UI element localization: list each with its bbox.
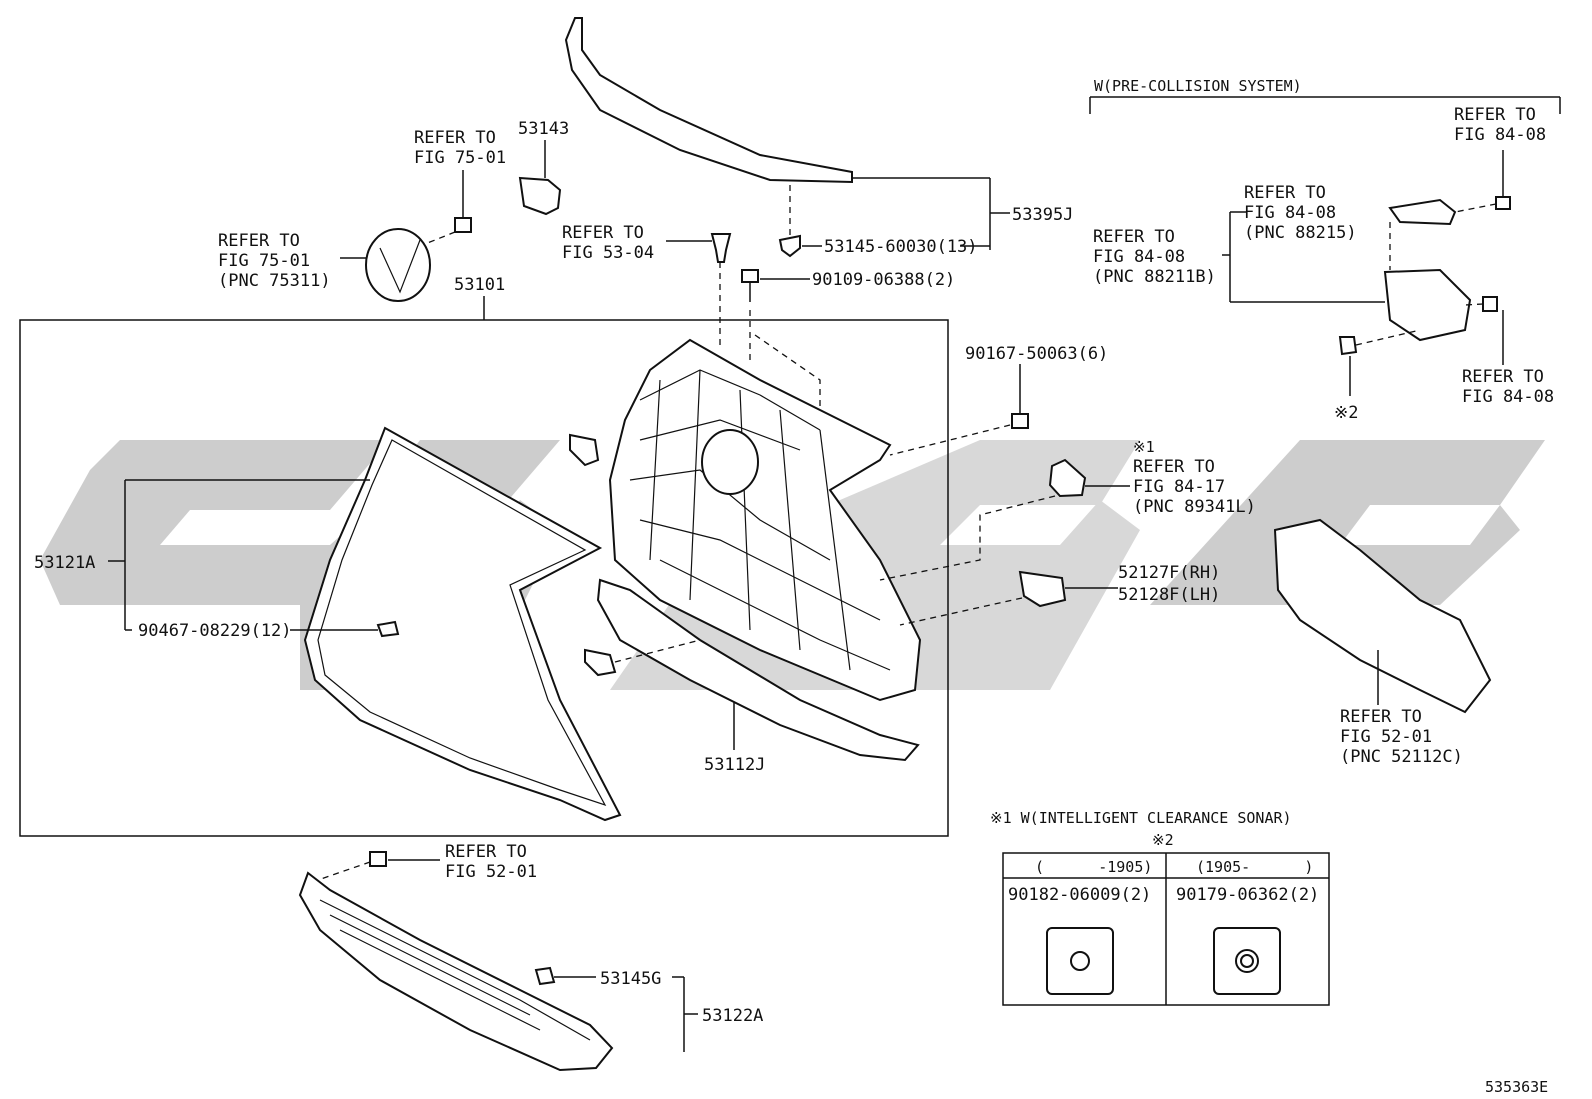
- svg-text:REFER TO: REFER TO: [1093, 227, 1175, 247]
- table-part-90179: 90179-06362(2): [1176, 885, 1319, 905]
- label-sonar-note: ※1 W(INTELLIGENT CLEARANCE SONAR): [990, 809, 1292, 827]
- label-refer-84-08-bottom: REFER TO FIG 84-08: [1462, 367, 1554, 407]
- label-note2-b: ※2: [1152, 831, 1174, 849]
- sonar-table: [1002, 852, 1330, 1006]
- svg-text:FIG 53-04: FIG 53-04: [562, 243, 654, 263]
- label-53395j: 53395J: [1012, 205, 1073, 225]
- grille-body: [608, 338, 922, 702]
- label-refer-75-01-pnc: REFER TO FIG 75-01 (PNC 75311): [218, 231, 331, 291]
- frame-53121a: [290, 426, 622, 822]
- bracket-53143: [518, 140, 562, 216]
- svg-text:REFER TO: REFER TO: [414, 128, 496, 148]
- svg-text:REFER TO: REFER TO: [1462, 367, 1544, 387]
- label-53145g: 53145G: [600, 969, 661, 989]
- label-refer-53-04: REFER TO FIG 53-04: [562, 223, 654, 263]
- pre-collision-group: [1089, 96, 1561, 396]
- svg-text:FIG 75-01: FIG 75-01: [218, 251, 310, 271]
- label-53112j: 53112J: [704, 755, 765, 775]
- svg-text:(PNC 52112C): (PNC 52112C): [1340, 747, 1463, 767]
- lower-strip-53112j: [596, 578, 920, 762]
- svg-text:FIG 84-08: FIG 84-08: [1093, 247, 1185, 267]
- label-refer-52-01-pnc: REFER TO FIG 52-01 (PNC 52112C): [1340, 707, 1463, 767]
- emblem: [340, 228, 431, 302]
- svg-text:REFER TO: REFER TO: [1340, 707, 1422, 727]
- bumper-reinforcement: [1273, 518, 1492, 714]
- svg-text:REFER TO: REFER TO: [218, 231, 300, 251]
- svg-text:(PNC 88211B): (PNC 88211B): [1093, 267, 1216, 287]
- svg-text:REFER TO: REFER TO: [1244, 183, 1326, 203]
- sensor-clip-left: [569, 433, 701, 677]
- svg-text:FIG 84-08: FIG 84-08: [1462, 387, 1554, 407]
- label-52127f: 52127F(RH): [1118, 563, 1220, 583]
- table-header-after: (1905- ): [1196, 858, 1313, 876]
- label-refer-52-01: REFER TO FIG 52-01: [445, 842, 537, 882]
- label-53122a: 53122A: [702, 1006, 763, 1026]
- emblem-nut: [424, 170, 472, 245]
- label-refer-84-08-top: REFER TO FIG 84-08: [1454, 105, 1546, 145]
- svg-text:(PNC 75311): (PNC 75311): [218, 271, 331, 291]
- clip-refer-53-04: [666, 233, 732, 350]
- molding-53395j: [564, 17, 1010, 250]
- sonar-sensor: [879, 458, 1130, 581]
- svg-text:(PNC 88215): (PNC 88215): [1244, 223, 1357, 243]
- svg-text:REFER TO: REFER TO: [1133, 457, 1215, 477]
- table-header-before: ( -1905): [1035, 858, 1152, 876]
- figure-id: 535363E: [1485, 1078, 1548, 1096]
- screw-90109-06388: [741, 269, 821, 420]
- label-53101: 53101: [454, 275, 505, 295]
- label-90167-50063: 90167-50063(6): [965, 344, 1108, 364]
- label-53121a: 53121A: [34, 553, 95, 573]
- screw-90167-50063: [889, 364, 1029, 456]
- label-53143: 53143: [518, 119, 569, 139]
- label-refer-75-01: REFER TO FIG 75-01: [414, 128, 506, 168]
- svg-text:FIG 52-01: FIG 52-01: [445, 862, 537, 882]
- svg-text:FIG 52-01: FIG 52-01: [1340, 727, 1432, 747]
- label-refer-84-08-pnc88211b: REFER TO FIG 84-08 (PNC 88211B): [1093, 227, 1216, 287]
- table-part-90182: 90182-06009(2): [1008, 885, 1151, 905]
- label-52128f: 52128F(LH): [1118, 585, 1220, 605]
- svg-text:FIG 84-08: FIG 84-08: [1244, 203, 1336, 223]
- label-note1: ※1: [1133, 438, 1155, 456]
- label-refer-84-17: REFER TO FIG 84-17 (PNC 89341L): [1133, 457, 1256, 517]
- svg-text:REFER TO: REFER TO: [562, 223, 644, 243]
- svg-text:FIG 84-08: FIG 84-08: [1454, 125, 1546, 145]
- label-90467-08229: 90467-08229(12): [138, 621, 292, 641]
- label-note2-a: ※2: [1334, 403, 1358, 423]
- svg-text:FIG 75-01: FIG 75-01: [414, 148, 506, 168]
- label-90109-06388: 90109-06388(2): [812, 270, 955, 290]
- lower-grille-53122a: [298, 851, 698, 1072]
- svg-text:(PNC 89341L): (PNC 89341L): [1133, 497, 1256, 517]
- svg-text:FIG 84-17: FIG 84-17: [1133, 477, 1225, 497]
- clip-53145-60030: [778, 185, 990, 258]
- svg-text:REFER TO: REFER TO: [1454, 105, 1536, 125]
- label-53145-60030: 53145-60030(13): [824, 237, 978, 257]
- svg-text:REFER TO: REFER TO: [445, 842, 527, 862]
- label-refer-84-08-pnc88215: REFER TO FIG 84-08 (PNC 88215): [1244, 183, 1357, 243]
- cover-52127f: [899, 570, 1118, 626]
- label-pre-collision: W(PRE-COLLISION SYSTEM): [1094, 77, 1302, 95]
